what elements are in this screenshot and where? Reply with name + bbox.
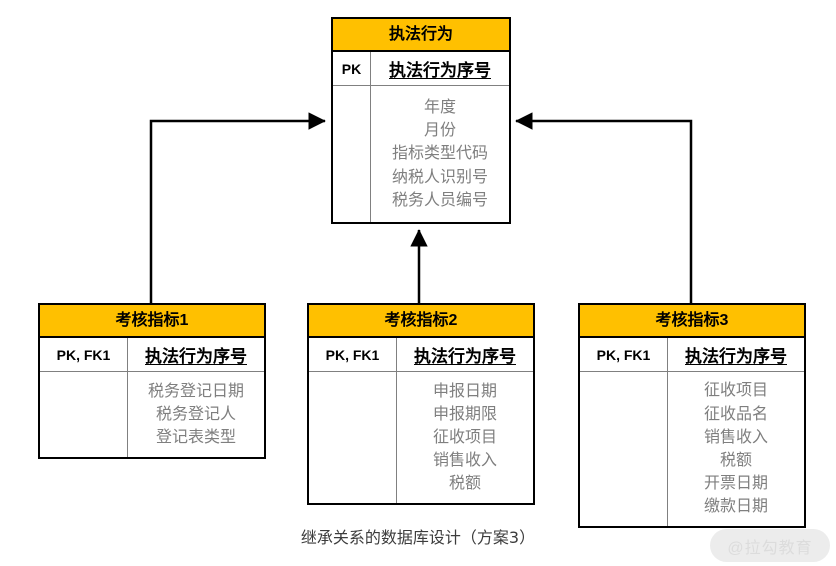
- entity-child2-attributes-block: 申报日期 申报期限 征收项目 销售收入 税额: [309, 372, 533, 503]
- entity-child1-attributes-block: 税务登记日期 税务登记人 登记表类型: [40, 372, 264, 457]
- attribute-item: 征收品名: [703, 405, 768, 423]
- attribute-item: 销售收入: [432, 452, 497, 470]
- entity-parent-key-row: PK 执法行为序号: [333, 52, 509, 86]
- attribute-item: 税额: [448, 475, 481, 493]
- entity-child2-attribute-list: 申报日期 申报期限 征收项目 销售收入 税额: [397, 372, 533, 503]
- attribute-item: 征收项目: [703, 382, 768, 400]
- attribute-item: 征收项目: [432, 428, 497, 446]
- entity-child-考核指标2[interactable]: 考核指标2 PK, FK1 执法行为序号 申报日期 申报期限 征收项目 销售收入…: [307, 303, 535, 505]
- attribute-item: 缴款日期: [703, 498, 768, 516]
- entity-parent-attr-gutter: [333, 86, 371, 222]
- diagram-caption: 继承关系的数据库设计（方案3）: [300, 528, 536, 547]
- attribute-item: 税务登记日期: [147, 382, 244, 400]
- entity-parent-key-field: 执法行为序号: [389, 61, 491, 80]
- entity-child3-attribute-list: 征收项目 征收品名 销售收入 税额 开票日期 缴款日期: [668, 372, 804, 526]
- attribute-item: 开票日期: [703, 475, 768, 493]
- entity-child2-title: 考核指标2: [309, 305, 533, 338]
- attribute-item: 登记表类型: [155, 429, 236, 447]
- entity-child2-key-row: PK, FK1 执法行为序号: [309, 338, 533, 372]
- entity-child1-attribute-list: 税务登记日期 税务登记人 登记表类型: [128, 372, 264, 457]
- entity-child1-key-row: PK, FK1 执法行为序号: [40, 338, 264, 372]
- entity-parent-attribute-list: 年度 月份 指标类型代码 纳税人识别号 税务人员编号: [371, 86, 509, 222]
- attribute-item: 税额: [719, 452, 752, 469]
- entity-parent-执法行为[interactable]: 执法行为 PK 执法行为序号 年度 月份 指标类型代码 纳税人识别号 税务人员编…: [331, 17, 511, 224]
- entity-child1-title: 考核指标1: [40, 305, 264, 338]
- entity-child1-key-label: PK, FK1: [40, 338, 128, 372]
- entity-parent-attributes-block: 年度 月份 指标类型代码 纳税人识别号 税务人员编号: [333, 86, 509, 222]
- entity-child2-attr-gutter: [309, 372, 397, 503]
- entity-child1-key-field: 执法行为序号: [145, 347, 247, 366]
- attribute-item: 月份: [423, 122, 456, 140]
- entity-child3-attr-gutter: [580, 372, 668, 526]
- connector-child1-to-parent: [149, 112, 326, 303]
- entity-child1-key-field-cell: 执法行为序号: [128, 338, 264, 372]
- connector-child3-to-parent: [515, 112, 693, 303]
- entity-child3-key-field: 执法行为序号: [685, 347, 787, 366]
- entity-parent-title: 执法行为: [333, 19, 509, 52]
- entity-child-考核指标3[interactable]: 考核指标3 PK, FK1 执法行为序号 征收项目 征收品名 销售收入 税额 开…: [578, 303, 806, 528]
- attribute-item: 销售收入: [703, 428, 768, 446]
- entity-child3-key-field-cell: 执法行为序号: [668, 338, 804, 372]
- entity-child3-title: 考核指标3: [580, 305, 804, 338]
- entity-child2-key-label: PK, FK1: [309, 338, 397, 372]
- attribute-item: 年度: [423, 99, 456, 117]
- entity-child1-attr-gutter: [40, 372, 128, 457]
- attribute-item: 税务人员编号: [391, 191, 488, 209]
- attribute-item: 纳税人识别号: [391, 168, 488, 186]
- entity-parent-key-field-cell: 执法行为序号: [371, 52, 509, 86]
- entity-child2-key-field-cell: 执法行为序号: [397, 338, 533, 372]
- attribute-item: 指标类型代码: [391, 145, 488, 163]
- entity-child3-key-label: PK, FK1: [580, 338, 668, 372]
- entity-child3-attributes-block: 征收项目 征收品名 销售收入 税额 开票日期 缴款日期: [580, 372, 804, 526]
- attribute-item: 申报日期: [432, 382, 497, 400]
- attribute-item: 申报期限: [432, 405, 497, 423]
- entity-child2-key-field: 执法行为序号: [414, 347, 516, 366]
- entity-child3-key-row: PK, FK1 执法行为序号: [580, 338, 804, 372]
- attribute-item: 税务登记人: [155, 405, 236, 423]
- watermark-badge: @拉勾教育: [710, 529, 830, 562]
- entity-parent-key-label: PK: [333, 52, 371, 86]
- entity-child-考核指标1[interactable]: 考核指标1 PK, FK1 执法行为序号 税务登记日期 税务登记人 登记表类型: [38, 303, 266, 459]
